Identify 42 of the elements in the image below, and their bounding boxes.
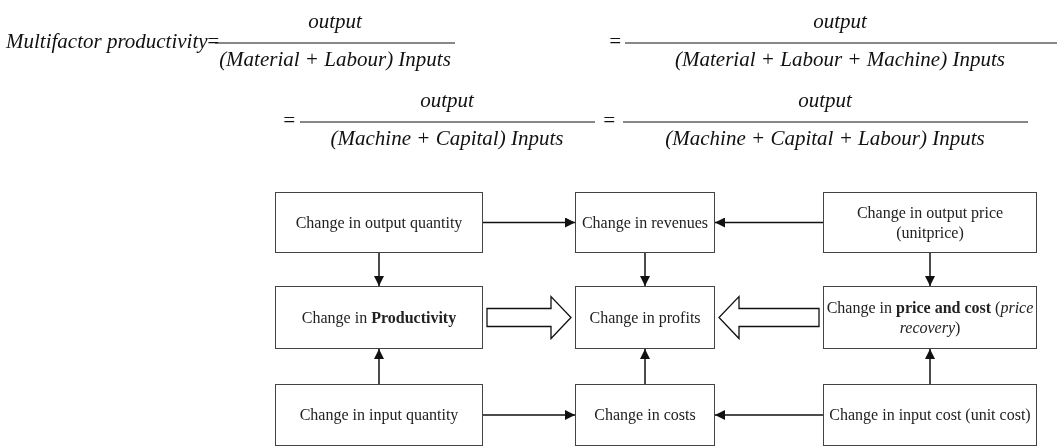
arrow <box>482 410 576 420</box>
block-arrow <box>486 294 572 341</box>
arrow <box>925 252 935 287</box>
process-box <box>823 286 1037 349</box>
box-text: Change in input quantity <box>299 405 459 425</box>
numerator: output <box>798 87 852 113</box>
formula-term: Multifactor productivity <box>6 28 208 54</box>
process-box <box>275 384 483 446</box>
denominator: (Machine + Capital) Inputs <box>330 125 564 151</box>
arrow <box>374 348 384 385</box>
numerator: output <box>308 8 362 34</box>
arrow <box>714 217 824 228</box>
box-text: Change in output price (unitprice) <box>855 202 1005 243</box>
box-text: Change in price and cost (price recovery) <box>825 297 1035 338</box>
process-box <box>575 384 715 446</box>
arrow <box>714 410 824 420</box>
box-text: Change in costs <box>594 405 696 425</box>
process-box <box>575 192 715 253</box>
process-box <box>575 286 715 349</box>
block-arrow <box>718 294 820 341</box>
denominator: (Material + Labour) Inputs <box>219 46 451 72</box>
arrow <box>925 348 935 385</box>
numerator: output <box>420 87 474 113</box>
equals-sign: = <box>602 107 617 133</box>
process-box <box>275 286 483 349</box>
box-text: Change in Productivity <box>301 307 457 328</box>
box-text: Change in output quantity <box>295 212 463 233</box>
arrow <box>640 348 650 385</box>
box-text: Change in input cost (unit cost) <box>829 405 1031 425</box>
process-box <box>823 192 1037 253</box>
arrow <box>482 217 576 228</box>
box-text: Change in profits <box>589 307 701 328</box>
box-text: Change in revenues <box>581 212 709 233</box>
equals-sign: = <box>282 107 297 133</box>
equals-sign: = <box>608 28 623 54</box>
numerator: output <box>813 8 867 34</box>
process-box <box>823 384 1037 446</box>
denominator: (Machine + Capital + Labour) Inputs <box>665 125 985 151</box>
arrow <box>374 252 384 287</box>
process-box <box>275 192 483 253</box>
arrow <box>640 252 650 287</box>
denominator: (Material + Labour + Machine) Inputs <box>675 46 1005 72</box>
